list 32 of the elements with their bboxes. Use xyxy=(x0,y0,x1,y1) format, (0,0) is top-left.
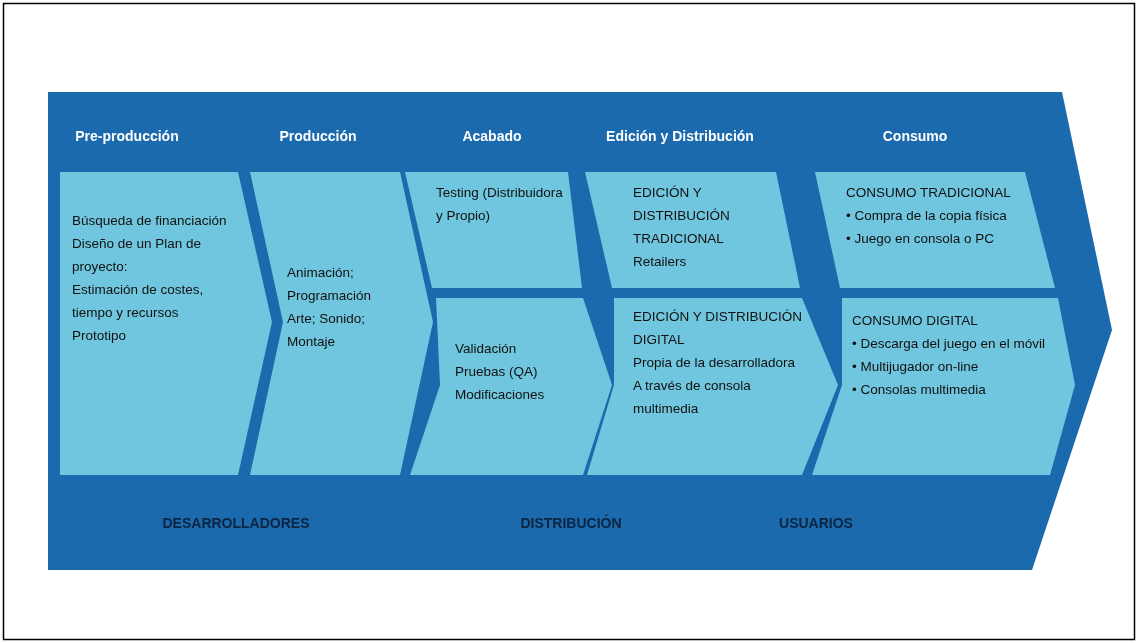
panel-text: Validación xyxy=(455,340,518,358)
panel-text: • Compra de la copia física xyxy=(846,206,1008,225)
stage-heading: Acabado xyxy=(462,128,522,144)
panel-text: • Descarga del juego en el móvil xyxy=(852,334,1047,353)
group-label: DISTRIBUCIÓN xyxy=(520,515,622,531)
panel-text: CONSUMO TRADICIONAL xyxy=(846,184,1012,202)
panel-text: Retailers xyxy=(633,252,688,271)
panel-text: • Juego en consola o PC xyxy=(846,229,996,248)
group-label: USUARIOS xyxy=(779,515,853,531)
panel-text: Programación xyxy=(287,286,373,305)
stage-heading: Consumo xyxy=(882,128,948,144)
panel-text: Prototipo xyxy=(72,326,128,345)
panel-text: Animación; xyxy=(287,264,355,282)
group-label: DESARROLLADORES xyxy=(162,515,310,531)
panel-text: Arte; Sonido; xyxy=(287,309,367,328)
stage-heading: Producción xyxy=(279,128,357,144)
stage-heading: Edición y Distribución xyxy=(606,128,754,144)
panel-text: EDICIÓN Y DISTRIBUCIÓN DIGITAL xyxy=(633,308,804,349)
panel-text: Diseño de un Plan de proyecto: xyxy=(72,234,203,276)
panel-text: Montaje xyxy=(287,332,337,351)
panel-text: Modificaciones xyxy=(455,385,546,404)
panel-text: CONSUMO DIGITAL xyxy=(852,312,979,330)
panel-text: Pruebas (QA) xyxy=(455,362,539,381)
panel-text: Búsqueda de financiación xyxy=(72,212,228,230)
panel-text: A través de consola multimedia xyxy=(633,376,752,418)
panel-text: EDICIÓN Y DISTRIBUCIÓN TRADICIONAL xyxy=(633,184,731,248)
panel-text: Testing (Distribuidora y Propio) xyxy=(436,184,564,225)
panel-text: • Consolas multimedia xyxy=(852,380,987,399)
panel-text: Estimación de costes, tiempo y recursos xyxy=(72,280,205,322)
stage-heading: Pre-producción xyxy=(75,128,179,144)
panel-text: Propia de la desarrolladora xyxy=(633,353,797,372)
panel-text: • Multijugador on-line xyxy=(852,357,980,376)
